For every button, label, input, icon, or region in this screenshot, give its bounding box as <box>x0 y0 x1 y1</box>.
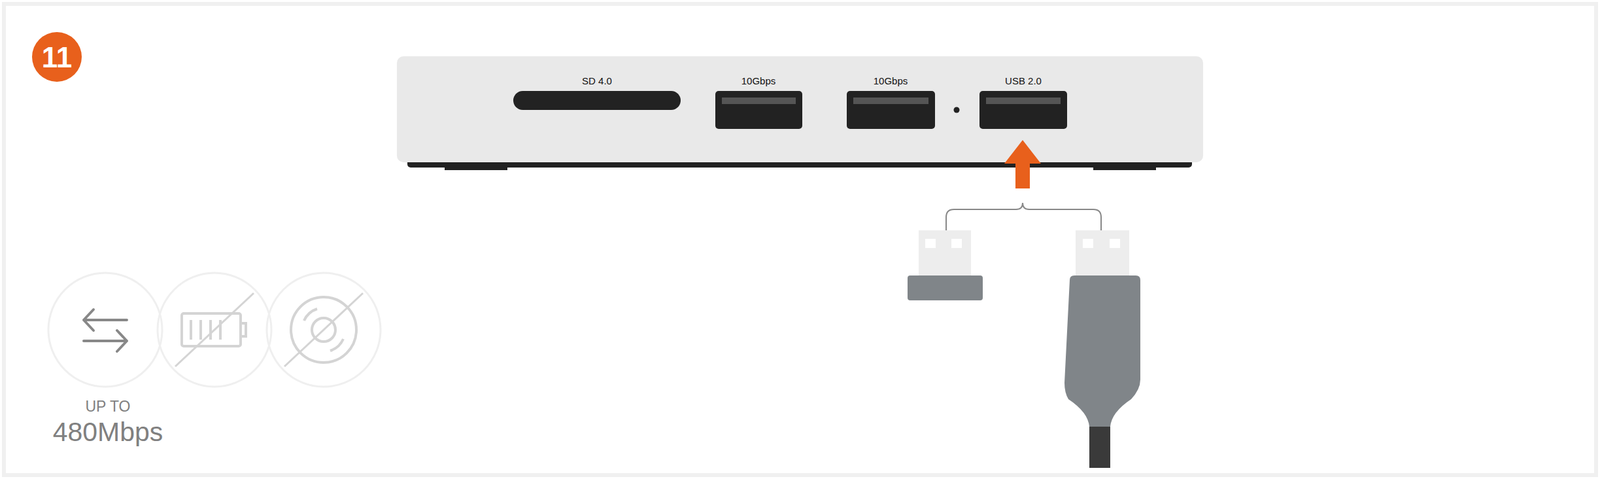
charging-icon-disabled <box>175 292 254 367</box>
usb-a-cable <box>1064 230 1141 468</box>
usb-a-dongle <box>907 230 983 301</box>
step-number: 11 <box>41 43 73 72</box>
port-label: SD 4.0 <box>581 75 613 86</box>
usb-port <box>846 90 936 129</box>
step-badge <box>32 32 82 82</box>
hub-foot <box>1093 163 1157 171</box>
usb-port <box>979 90 1068 129</box>
led-dot <box>953 107 960 114</box>
speed-value: 480Mbps <box>52 418 164 446</box>
sd-slot <box>513 90 681 110</box>
port-label: 10Gbps <box>873 75 909 86</box>
port-label: 10Gbps <box>741 75 777 86</box>
disk-icon-disabled <box>284 292 363 367</box>
frame <box>3 3 1597 475</box>
hub-body <box>396 56 1204 163</box>
port-label: USB 2.0 <box>1004 75 1042 86</box>
usb-port <box>715 90 803 129</box>
feature-icons <box>48 272 381 387</box>
hub <box>396 56 1204 171</box>
bracket <box>946 202 1102 231</box>
insert-arrow <box>1004 139 1041 189</box>
data-transfer-icon <box>83 309 127 352</box>
speed-caption: UP TO <box>85 398 131 414</box>
hub-foot <box>444 163 508 171</box>
